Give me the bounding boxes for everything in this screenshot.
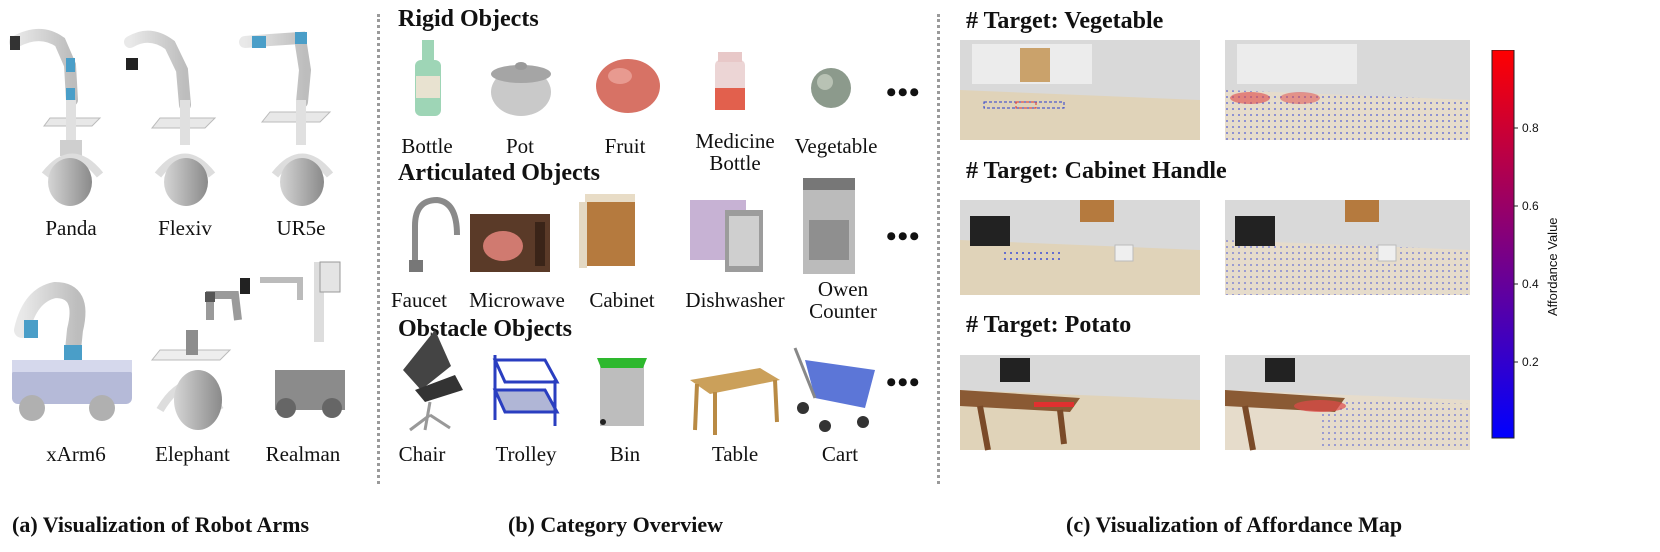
target-heading-vegetable: # Target: Vegetable (966, 8, 1164, 34)
bottle-image (415, 40, 441, 116)
pot-image (491, 62, 551, 116)
panda-robot (9, 29, 104, 206)
heading-articulated-objects: Articulated Objects (398, 160, 600, 186)
scene-cabinet-handle-affordance (1225, 200, 1470, 295)
faucet-image (409, 196, 460, 272)
chair-image (403, 330, 463, 432)
label-table: Table (711, 442, 759, 466)
scene-cabinet-handle-original (960, 200, 1200, 295)
robot-arms-illustrations (9, 29, 345, 430)
realman-robot (240, 261, 345, 418)
owen-counter-image (803, 178, 855, 274)
robot-label-elephant: Elephant (155, 442, 230, 466)
microwave-image (470, 214, 550, 272)
cart-image (793, 347, 875, 432)
affordance-scenes (960, 40, 1470, 451)
separator-left (377, 14, 380, 484)
vegetable-image (811, 68, 851, 108)
affordance-colorbar (1491, 50, 1518, 439)
separator-right (937, 14, 940, 484)
colorbar-tick-0-8: 0.8 (1522, 121, 1539, 135)
label-cart: Cart (821, 442, 859, 466)
target-heading-potato: # Target: Potato (966, 312, 1132, 338)
caption-a: (a) Visualization of Robot Arms (12, 512, 309, 537)
robot-label-realman: Realman (265, 442, 341, 466)
robot-label-xarm6: xArm6 (46, 442, 106, 466)
label-microwave: Microwave (469, 288, 565, 312)
label-owen-counter: Owen Counter (809, 277, 877, 323)
ur5e-robot (239, 31, 334, 206)
label-vegetable: Vegetable (794, 134, 878, 158)
label-bin: Bin (609, 442, 641, 466)
table-image (690, 368, 780, 435)
dishwasher-image (690, 200, 763, 272)
bin-image (597, 358, 647, 426)
scene-potato-original (960, 355, 1200, 451)
target-heading-cabinet-handle: # Target: Cabinet Handle (966, 158, 1227, 184)
label-dishwasher: Dishwasher (685, 288, 785, 312)
heading-obstacle-objects: Obstacle Objects (398, 316, 572, 342)
label-pot: Pot (505, 134, 534, 158)
colorbar-tick-0-2: 0.2 (1522, 355, 1539, 369)
flexiv-robot (124, 30, 217, 206)
medicine-bottle-image (715, 52, 745, 110)
category-icons (403, 40, 875, 435)
label-fruit: Fruit (604, 134, 646, 158)
robot-label-ur5e: UR5e (276, 216, 326, 240)
label-cabinet: Cabinet (589, 288, 655, 312)
label-faucet: Faucet (391, 288, 447, 312)
label-trolley: Trolley (495, 442, 557, 466)
label-bottle: Bottle (401, 134, 453, 158)
colorbar-tick-0-4: 0.4 (1522, 277, 1539, 291)
scene-vegetable-original (960, 40, 1200, 140)
robot-label-flexiv: Flexiv (158, 216, 212, 240)
xarm6-robot (12, 281, 132, 421)
heading-rigid-objects: Rigid Objects (398, 6, 539, 32)
colorbar-tick-0-6: 0.6 (1522, 199, 1539, 213)
cabinet-image (579, 194, 635, 268)
rigid-more-ellipsis: ••• (886, 76, 921, 109)
scene-potato-affordance (1225, 355, 1470, 451)
label-chair: Chair (398, 442, 446, 466)
obstacle-more-ellipsis: ••• (886, 366, 921, 399)
caption-c: (c) Visualization of Affordance Map (1066, 512, 1403, 537)
trolley-image (492, 355, 560, 426)
robot-label-panda: Panda (45, 216, 97, 240)
articulated-more-ellipsis: ••• (886, 220, 921, 253)
fruit-image (596, 59, 660, 113)
caption-b: (b) Category Overview (508, 512, 724, 537)
label-medicine-bottle: Medicine Bottle (695, 129, 775, 175)
elephant-robot (150, 291, 242, 430)
colorbar-label: Affordance Value (1545, 217, 1560, 316)
scene-vegetable-affordance (1225, 40, 1470, 140)
